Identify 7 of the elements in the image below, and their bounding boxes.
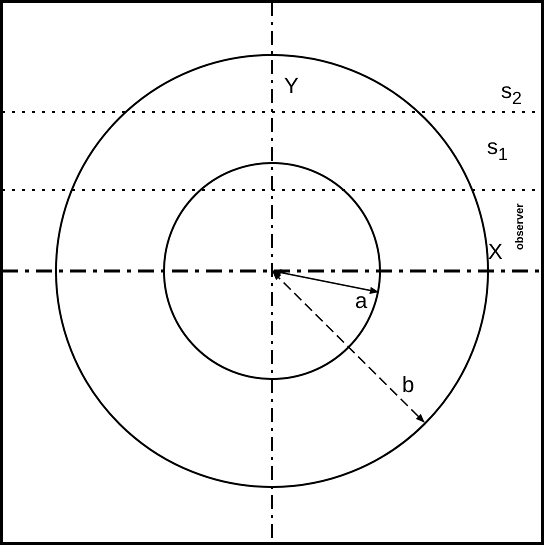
- line-label: s$_{2}$: [501, 80, 522, 108]
- dimension-label: b: [402, 374, 414, 396]
- observer-label: observer: [515, 204, 526, 250]
- axis-label: X: [488, 241, 503, 263]
- axis-label: Y: [284, 75, 299, 97]
- dimension-label: a: [355, 290, 368, 312]
- line-label: s$_{1}$: [487, 136, 508, 164]
